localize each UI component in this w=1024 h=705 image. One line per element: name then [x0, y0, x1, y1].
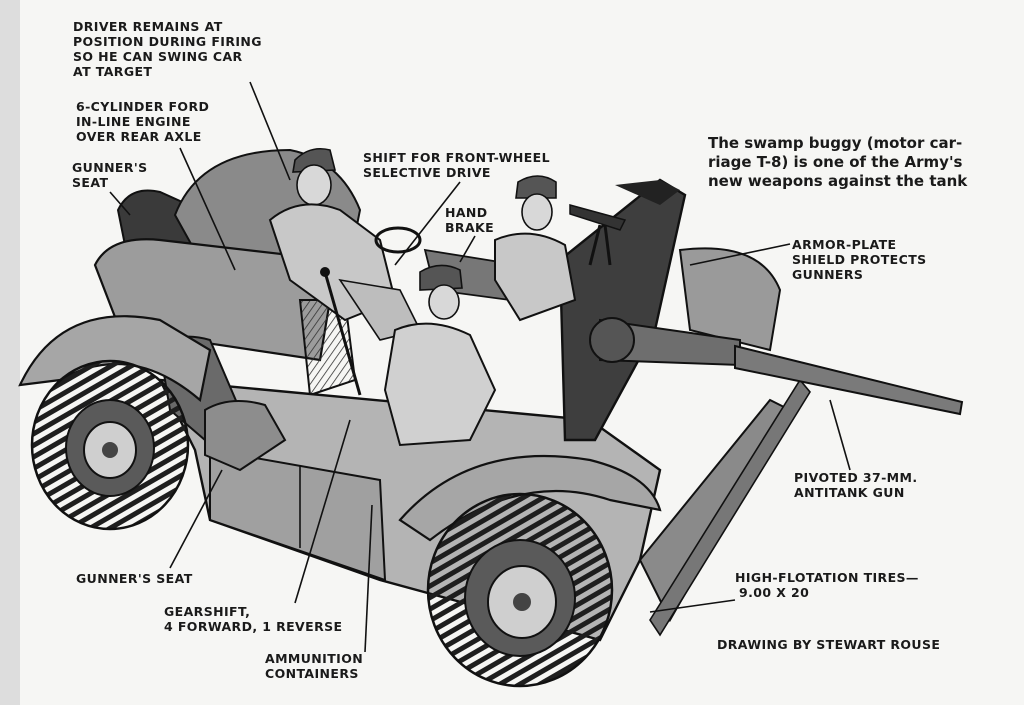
front-wheel [426, 492, 614, 688]
rear-wheel [30, 359, 190, 531]
antitank-gun [589, 317, 964, 416]
driver-figure [268, 147, 422, 341]
label-gunners-seat-front: GUNNER'S SEAT [76, 571, 193, 586]
leader-lines [109, 81, 851, 653]
label-armor-shield: ARMOR-PLATE SHIELD PROTECTS GUNNERS [792, 237, 927, 282]
steering-wheel [374, 226, 422, 254]
label-tires: HIGH-FLOTATION TIRES— 9.00 x 20 [735, 570, 919, 600]
label-shift-front-wheel: SHIFT FOR FRONT-WHEEL SELECTIVE DRIVE [363, 150, 550, 180]
drawing-credit: DRAWING BY STEWART ROUSE [717, 637, 941, 652]
label-ammunition: AMMUNITION CONTAINERS [265, 651, 364, 681]
label-hand-brake: HAND BRAKE [445, 205, 495, 235]
loader-figure [383, 264, 497, 447]
label-antitank-gun: PIVOTED 37-MM. ANTITANK GUN [794, 470, 918, 500]
caption: The swamp buggy (motor car- riage T-8) i… [708, 134, 968, 190]
label-engine: 6-CYLINDER FORD IN-LINE ENGINE OVER REAR… [76, 99, 210, 144]
ammunition-box [209, 448, 387, 582]
gunner-figure [494, 175, 577, 322]
gearshift-lever [323, 271, 362, 396]
page-edge-shade [0, 0, 20, 705]
label-driver: DRIVER REMAINS AT POSITION DURING FIRING… [73, 19, 262, 79]
label-gearshift: GEARSHIFT, 4 FORWARD, 1 REVERSE [164, 604, 343, 634]
label-gunners-seat-rear: GUNNER'S SEAT [72, 160, 148, 190]
